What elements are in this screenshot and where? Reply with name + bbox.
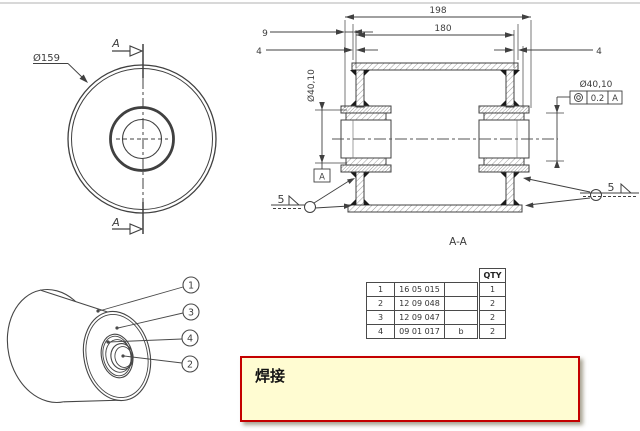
weld-left-size-label: 5 xyxy=(278,193,285,206)
hub-left xyxy=(340,105,392,173)
section-label-bottom: A xyxy=(111,216,120,229)
diameter-leader xyxy=(33,63,88,83)
cylinder-front-face xyxy=(82,310,152,402)
bom-cell-no: 1 xyxy=(367,283,395,296)
web-left-bottom xyxy=(355,171,365,206)
bom-cell-part: 12 09 047 xyxy=(395,311,445,324)
bore-circle xyxy=(121,118,163,160)
dim-9-label: 9 xyxy=(262,29,268,39)
balloon-2 xyxy=(181,355,199,373)
outer-circle-inner-edge xyxy=(71,68,213,210)
bom-cell-part: 12 09 048 xyxy=(395,297,445,310)
dim-4-right xyxy=(494,24,593,108)
sheet-top-border xyxy=(0,2,640,4)
dim-bore-left xyxy=(313,102,347,183)
bom-qty-table: QTY 1 2 2 2 xyxy=(479,268,506,339)
web-left-top xyxy=(355,69,365,108)
front-view: A A Ø159 xyxy=(33,37,217,235)
dim-9 xyxy=(270,24,373,60)
qty-cell: 2 xyxy=(480,296,505,310)
dim-180 xyxy=(355,30,515,68)
bom-cell-rev xyxy=(445,297,477,310)
datum-box xyxy=(313,168,331,183)
note-box: 焊接 xyxy=(240,356,580,422)
bore-ring xyxy=(110,343,134,370)
qty-cell: 2 xyxy=(480,310,505,324)
tube-top xyxy=(351,62,519,71)
dim-bore-left-label: Ø40,10 xyxy=(306,69,317,102)
balloon-1 xyxy=(182,276,200,294)
note-text: 焊接 xyxy=(255,367,286,385)
bom-cell-no: 3 xyxy=(367,311,395,324)
table-row: 2 12 09 048 xyxy=(367,296,477,310)
section-arrow-top-icon xyxy=(129,45,144,57)
concentricity-icon xyxy=(574,93,583,102)
section-arrow-bottom-icon xyxy=(129,223,144,235)
front-diameter-label: Ø159 xyxy=(33,52,60,64)
section-title: A-A xyxy=(449,236,468,248)
qty-cell: 2 xyxy=(480,324,505,338)
dim-180-label: 180 xyxy=(434,24,451,34)
fcf-tolerance-label: 0.2 xyxy=(591,94,605,104)
dim-198-label: 198 xyxy=(429,6,446,16)
section-view: 198 180 9 xyxy=(256,6,639,213)
iso-view: 1 3 4 2 xyxy=(6,276,200,404)
bom-table: 1 16 05 015 2 12 09 048 3 12 09 047 4 09… xyxy=(366,282,478,339)
tube-bottom xyxy=(347,204,523,213)
balloon-2-label: 2 xyxy=(187,360,193,371)
datum-label: A xyxy=(319,173,325,183)
web-right-bottom xyxy=(505,171,515,206)
weld-symbol-right xyxy=(523,176,639,208)
fillet-weld-icon xyxy=(620,182,633,194)
section-line xyxy=(112,44,144,235)
table-row: 1 16 05 015 xyxy=(367,283,477,296)
weld-symbol-left xyxy=(271,178,355,213)
leader-arrow-icon xyxy=(79,74,88,83)
balloon-3-label: 3 xyxy=(188,308,194,319)
weld-all-around-icon xyxy=(304,201,316,213)
balloons xyxy=(181,276,200,373)
dim-4-left-label: 4 xyxy=(256,47,262,57)
balloon-4 xyxy=(181,329,199,347)
bom-cell-rev xyxy=(445,283,477,296)
bom-cell-part: 16 05 015 xyxy=(395,283,445,296)
bom-cell-no: 4 xyxy=(367,325,395,338)
bom-cell-part: 09 01 017 xyxy=(395,325,445,338)
qty-header: QTY xyxy=(483,271,502,280)
balloon-leaders xyxy=(96,286,184,364)
concentricity-icon-inner xyxy=(576,95,581,100)
dim-4-right-label: 4 xyxy=(596,47,602,57)
dim-198 xyxy=(344,14,532,108)
bom-cell-no: 2 xyxy=(367,297,395,310)
balloon-1-label: 1 xyxy=(188,281,194,292)
section-label-top: A xyxy=(111,37,120,50)
bom-cell-rev: b xyxy=(458,327,464,336)
table-row: 3 12 09 047 xyxy=(367,310,477,324)
table-row: 4 09 01 017 b xyxy=(367,324,477,338)
fillet-weld-icon xyxy=(288,194,301,206)
web-right-top xyxy=(505,69,515,108)
hub-circle xyxy=(109,106,175,172)
balloon-4-label: 4 xyxy=(187,334,193,345)
weld-right-size-label: 5 xyxy=(608,181,615,194)
balloon-3 xyxy=(182,303,200,321)
fcf-datum-label: A xyxy=(612,94,618,104)
bom-cell-rev xyxy=(445,311,477,324)
fcf-diameter-label: Ø40,10 xyxy=(580,79,613,90)
weld-all-around-icon xyxy=(590,189,602,201)
dim-4-left xyxy=(266,47,378,53)
weld-fillets xyxy=(350,70,520,205)
outer-circle xyxy=(67,64,217,214)
fcf-group xyxy=(546,90,623,168)
qty-cell: 1 xyxy=(480,282,505,296)
